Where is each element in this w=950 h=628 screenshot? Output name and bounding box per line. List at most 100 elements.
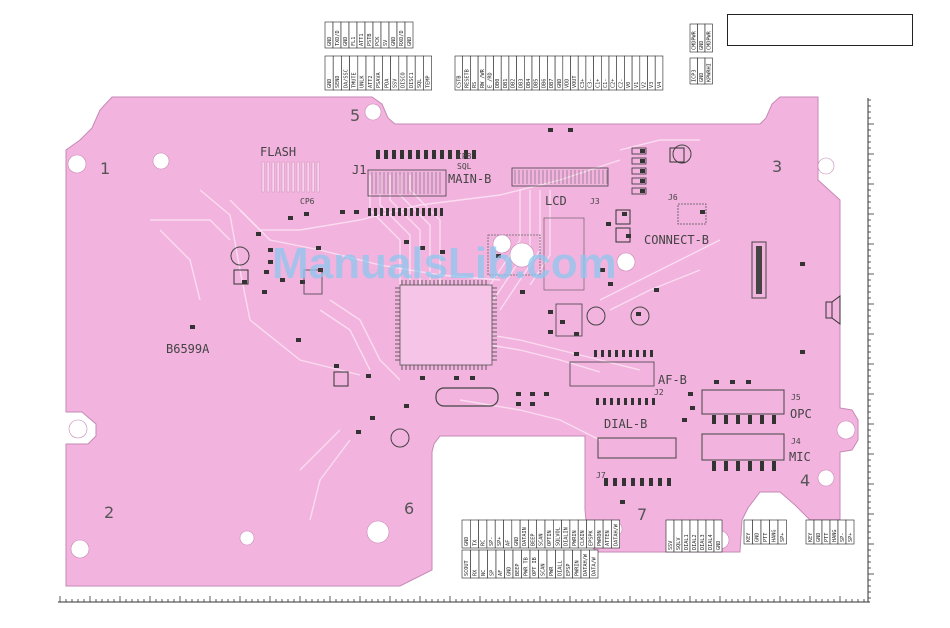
smd-component — [280, 278, 285, 282]
j1-lower-pad — [368, 208, 371, 216]
signal-label: CSTB — [457, 76, 463, 89]
mounting-hole — [817, 157, 835, 175]
smd-component — [560, 320, 565, 324]
j7-pad — [649, 478, 653, 486]
af-pad — [643, 350, 646, 357]
smd-component — [600, 268, 605, 272]
watermark-text: ManualsLib.com — [272, 239, 617, 288]
j7-pad — [613, 478, 617, 486]
signal-label: RXD/D — [399, 30, 405, 46]
signal-label: AF — [498, 570, 504, 576]
signal-cell — [845, 519, 855, 545]
signal-label: SP+ — [497, 537, 503, 546]
signal-label: PWRIN — [572, 530, 578, 546]
smd-component — [242, 280, 247, 284]
signal-label: ICP3 — [692, 70, 698, 83]
af-pad — [622, 350, 625, 357]
side-connector-core — [756, 246, 762, 294]
capacitor — [631, 187, 647, 195]
j1-pad — [472, 150, 476, 159]
j5-pad — [748, 415, 752, 424]
smd-component — [690, 406, 695, 410]
signal-label: GND — [699, 73, 705, 82]
j1-lower-pad — [398, 208, 401, 216]
smd-component — [404, 404, 409, 408]
smd-component — [340, 210, 345, 214]
signal-label: DIAL2 — [692, 534, 698, 550]
trace — [159, 229, 201, 301]
j1-lower-pad — [416, 208, 419, 216]
signal-label: ATT2 — [368, 76, 374, 89]
trace — [459, 399, 601, 441]
trace — [499, 190, 541, 311]
signal-label: SQLV — [676, 538, 682, 551]
j4-pad — [772, 461, 776, 471]
af-pad — [610, 398, 613, 405]
smd-component — [606, 222, 611, 226]
j5-pad — [772, 415, 776, 424]
signal-label: DB0 — [495, 79, 501, 88]
signal-label: TX — [472, 539, 478, 546]
mounting-holes — [67, 103, 856, 559]
signal-label: GND — [407, 37, 413, 46]
smd-component — [544, 392, 549, 396]
signal-cell — [589, 549, 599, 579]
round-component — [672, 144, 692, 164]
smd-component — [620, 500, 625, 504]
j5-connector — [701, 389, 785, 415]
af-pad — [650, 350, 653, 357]
j1-lower-pad — [374, 208, 377, 216]
mounting-hole — [67, 154, 87, 174]
j1-pad — [456, 150, 460, 159]
smd-component — [636, 312, 641, 316]
trace — [529, 190, 551, 286]
speaker-icon-body — [825, 301, 833, 319]
j4-pad — [736, 461, 740, 471]
trace — [459, 329, 641, 371]
trace — [409, 175, 441, 300]
smd-component — [682, 418, 687, 422]
signal-label: V4 — [657, 82, 663, 88]
signal-label: C1- — [603, 79, 609, 88]
j1-pad — [424, 150, 428, 159]
j1-lower-pad — [380, 208, 383, 216]
chip — [615, 227, 631, 243]
af-pad — [638, 398, 641, 405]
signal-cell — [423, 55, 432, 91]
j7-pad — [667, 478, 671, 486]
af-pad — [652, 398, 655, 405]
signal-label: GND — [327, 79, 333, 88]
signal-label: DIAL3 — [700, 534, 706, 550]
signal-label: CLKIN — [580, 530, 586, 546]
mic-label: MIC — [789, 450, 811, 464]
signal-label: DIALIN — [564, 527, 570, 546]
j1-lower-pad — [422, 208, 425, 216]
smd-component — [454, 376, 459, 380]
signal-label: CMDPWR — [707, 30, 713, 50]
af-pad — [636, 350, 639, 357]
capacitor-pad — [640, 169, 645, 173]
signal-label: KEY — [746, 532, 752, 542]
signal-label: V2 — [641, 82, 647, 88]
signal-cell — [611, 519, 621, 549]
j1-pad — [400, 150, 404, 159]
signal-label: DB2 — [511, 79, 517, 88]
flash-contact — [301, 161, 305, 193]
signal-label: GND — [716, 541, 722, 550]
signal-label: DB3 — [518, 79, 524, 88]
signal-label: DIAL4 — [708, 534, 714, 550]
mounting-hole — [616, 252, 636, 272]
mounting-hole — [366, 520, 390, 544]
cp6-label: CP6 — [300, 197, 315, 206]
lcd-connector — [511, 167, 609, 187]
smd-component — [370, 416, 375, 420]
main-ic — [399, 284, 493, 366]
af-pad — [608, 350, 611, 357]
signal-label: DIAL1 — [684, 534, 690, 550]
j3-label: J3 — [590, 197, 600, 206]
smd-component — [404, 240, 409, 244]
signal-label: DB7 — [549, 79, 555, 88]
